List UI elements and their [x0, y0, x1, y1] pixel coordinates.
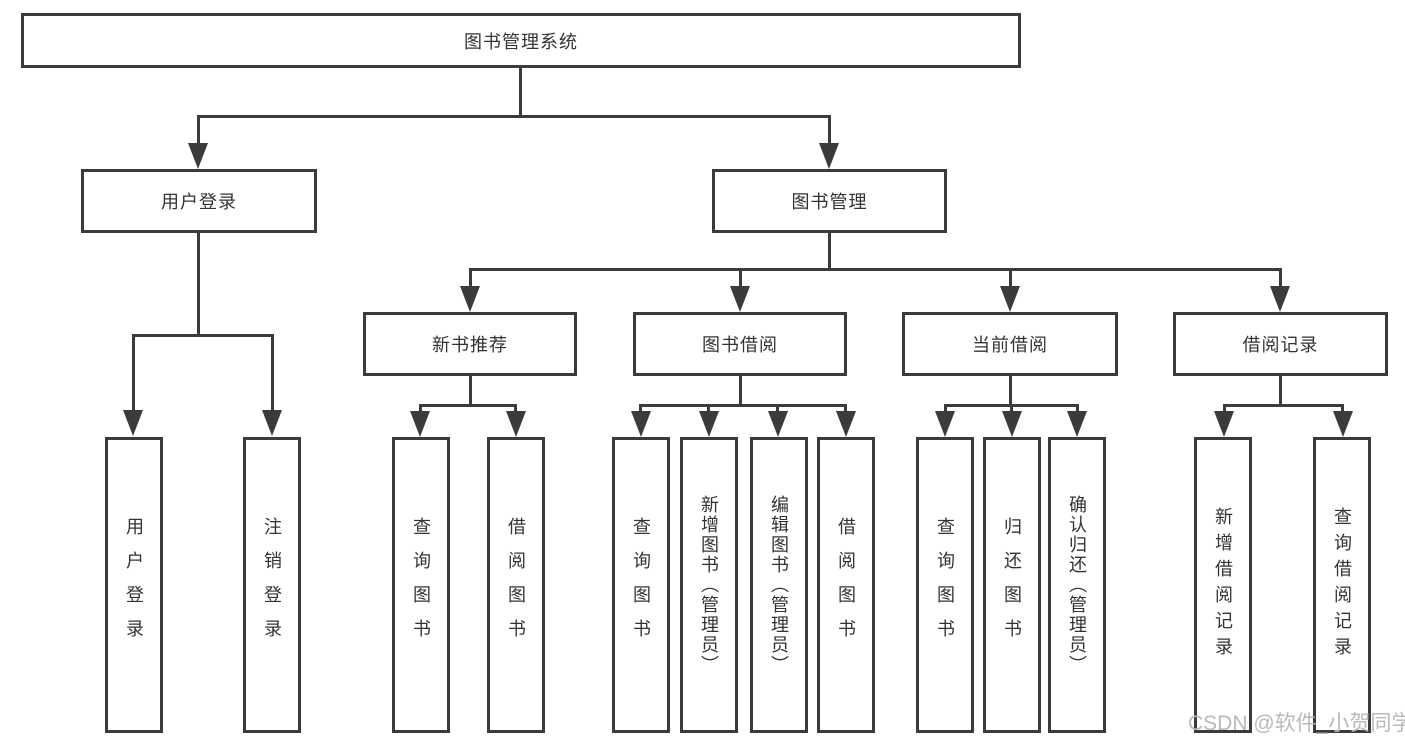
- leaf-add-books-admin: 新增图书（管理员）: [680, 437, 738, 733]
- arrow-head: [410, 411, 430, 437]
- leaf-confirm-return-admin: 确认归还（管理员）: [1048, 437, 1106, 733]
- leaf-logout: 注销登录: [243, 437, 301, 733]
- leaf-borrow-books-recommend: 借阅图书: [487, 437, 545, 733]
- arrow-head: [1000, 286, 1020, 312]
- connector-line: [944, 404, 947, 413]
- connector-line: [844, 404, 847, 413]
- connector-line: [271, 334, 274, 412]
- node-current-borrow: 当前借阅: [902, 312, 1118, 376]
- connector-line: [639, 404, 847, 407]
- connector-line: [1010, 404, 1013, 413]
- connector-line: [132, 334, 135, 412]
- connector-line: [739, 268, 742, 289]
- connector-line: [1279, 268, 1282, 289]
- arrow-head: [506, 411, 526, 437]
- leaf-user-login: 用户登录: [105, 437, 163, 733]
- connector-line: [469, 376, 472, 406]
- leaf-edit-books-admin: 编辑图书（管理员）: [750, 437, 808, 733]
- connector-line: [1223, 404, 1226, 413]
- connector-line: [739, 376, 742, 406]
- arrow-head: [768, 411, 788, 437]
- arrow-head: [935, 411, 955, 437]
- leaf-borrow-books: 借阅图书: [817, 437, 875, 733]
- node-new-book-recommend: 新书推荐: [363, 312, 577, 376]
- connector-line: [419, 404, 517, 407]
- leaf-query-books-current: 查询图书: [916, 437, 974, 733]
- arrow-head: [631, 411, 651, 437]
- connector-line: [639, 404, 642, 413]
- arrow-head: [730, 286, 750, 312]
- arrow-head: [1002, 411, 1022, 437]
- arrow-head: [1214, 411, 1234, 437]
- leaf-query-books-borrow: 查询图书: [612, 437, 670, 733]
- arrow-head: [699, 411, 719, 437]
- node-user-login: 用户登录: [81, 169, 317, 233]
- arrow-head: [123, 410, 143, 436]
- connector-line: [707, 404, 710, 413]
- connector-line: [1223, 404, 1344, 407]
- node-borrow-records: 借阅记录: [1173, 312, 1388, 376]
- leaf-query-books-recommend: 查询图书: [392, 437, 450, 733]
- connector-line: [519, 66, 522, 117]
- connector-line: [1279, 376, 1282, 406]
- connector-line: [1076, 404, 1079, 413]
- node-book-management: 图书管理: [712, 169, 947, 233]
- leaf-query-borrow-record: 查询借阅记录: [1313, 437, 1371, 733]
- leaf-add-borrow-record: 新增借阅记录: [1194, 437, 1252, 733]
- csdn-watermark: CSDN @软件_小贺同学: [1188, 712, 1405, 735]
- arrow-head: [836, 411, 856, 437]
- arrow-head: [460, 286, 480, 312]
- connector-line: [1009, 376, 1012, 406]
- connector-line: [469, 268, 472, 289]
- connector-line: [514, 404, 517, 413]
- arrow-head: [262, 410, 282, 436]
- arrow-head: [1270, 286, 1290, 312]
- arrow-head: [1067, 411, 1087, 437]
- arrow-head: [188, 143, 208, 169]
- connector-line: [419, 404, 422, 413]
- connector-line: [828, 233, 831, 271]
- connector-line: [828, 115, 831, 145]
- node-book-borrow: 图书借阅: [633, 312, 847, 376]
- node-root: 图书管理系统: [21, 13, 1021, 68]
- connector-line: [132, 334, 274, 337]
- connector-line: [197, 115, 200, 145]
- arrow-head: [1333, 411, 1353, 437]
- arrow-head: [819, 143, 839, 169]
- connector-line: [469, 268, 1282, 271]
- connector-line: [1341, 404, 1344, 413]
- connector-line: [197, 233, 200, 337]
- connector-line: [1009, 268, 1012, 289]
- leaf-return-books: 归还图书: [983, 437, 1041, 733]
- connector-line: [197, 115, 831, 118]
- connector-line: [776, 404, 779, 413]
